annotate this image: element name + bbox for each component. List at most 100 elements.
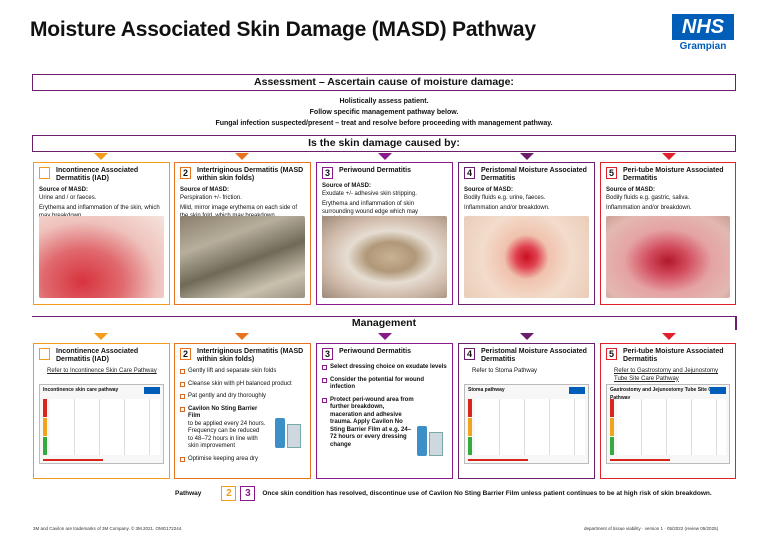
periwound-skin-photo [322, 216, 447, 298]
arrow-down-icon [235, 333, 249, 340]
management-card-iad: Incontinence Associated Dermatitis (IAD)… [33, 343, 170, 479]
footer-version: department of tissue viability · version… [584, 526, 719, 531]
management-title: Peri-tube Moisture Associated Dermatitis [623, 348, 724, 363]
cause-title: Periwound Dermatitis [339, 167, 411, 174]
checklist-item: Optimise keeping area dry [180, 456, 305, 464]
checklist-item: Protect peri-wound area from further bre… [322, 397, 447, 450]
cause-source: Bodily fluids e.g. urine, faeces. [464, 194, 546, 201]
cause-card-peritube: 5 Peri-tube Moisture Associated Dermatiti… [600, 162, 736, 305]
checkbox-icon [322, 397, 327, 403]
cause-source-label: Source of MASD: [180, 187, 230, 193]
cause-title: Peri-tube Moisture Associated Dermatitis [623, 167, 724, 182]
management-heading: Management [32, 316, 736, 330]
iad-skin-photo [39, 216, 164, 298]
nhs-logo-sub: Grampian [679, 41, 727, 52]
management-title: Intertriginous Dermatitis (MASD within s… [197, 348, 304, 363]
management-card-peristomal: 4 Peristomal Moisture Associated Dermatit… [458, 343, 595, 479]
arrow-down-icon [378, 153, 392, 160]
assessment-lines: Holistically assess patient. Follow spec… [32, 96, 736, 129]
peritube-skin-photo [606, 216, 730, 298]
checkbox-icon [180, 369, 185, 374]
cause-source: Exudate +/- adhesive skin stripping. [322, 190, 417, 197]
nhs-logo-icon [569, 387, 585, 394]
checkbox-icon [180, 406, 185, 412]
checklist-item: Select dressing choice on exudate levels [322, 364, 447, 372]
cause-number: 4 [464, 167, 475, 179]
page-title: Moisture Associated Skin Damage (MASD) P… [30, 18, 536, 41]
assessment-line: Follow specific management pathway below… [309, 109, 459, 116]
peristomal-skin-photo [464, 216, 589, 298]
cause-source-label: Source of MASD: [464, 187, 514, 193]
checkbox-icon [322, 377, 327, 383]
arrow-down-icon [378, 333, 392, 340]
checkbox-icon [180, 381, 185, 387]
cause-card-iad: Incontinence Associated Dermatitis (IAD)… [33, 162, 170, 305]
stoma-pathway-thumbnail[interactable]: Stoma pathway [464, 384, 589, 464]
cause-number [39, 167, 50, 179]
pathway-number-3: 3 [240, 486, 256, 501]
nhs-logo-icon [710, 387, 726, 394]
cause-number: 2 [180, 167, 191, 179]
cause-description: Inflammation and/or breakdown. [606, 205, 692, 211]
cause-description: Inflammation and/or breakdown. [464, 205, 550, 211]
assessment-line: Fungal infection suspected/present – tre… [215, 120, 553, 127]
cause-description: Erythema and inflammation of the skin, w… [39, 205, 160, 219]
thumbnail-title: Incontinence skin care pathway [43, 387, 119, 393]
cause-source-label: Source of MASD: [39, 187, 89, 193]
thumbnail-title: Stoma pathway [468, 387, 505, 393]
cause-number: 5 [606, 167, 617, 179]
management-card-peritube: 5 Peri-tube Moisture Associated Dermatiti… [600, 343, 736, 479]
nhs-logo: NHS Grampian [672, 14, 734, 52]
cause-source-label: Source of MASD: [606, 187, 656, 193]
checkbox-icon [322, 365, 327, 370]
arrow-down-icon [235, 153, 249, 160]
assessment-line: Holistically assess patient. [339, 98, 429, 105]
cause-number: 3 [322, 167, 333, 179]
cause-source: Perspiration +/- friction. [180, 194, 242, 201]
iad-pathway-link[interactable]: Refer to Incontinence Skin Care Pathway [47, 368, 157, 374]
management-card-intertriginous: 2 Intertriginous Dermatitis (MASD within … [174, 343, 311, 479]
nhs-logo-icon [144, 387, 160, 394]
intertriginous-skin-photo [180, 216, 305, 298]
management-number [39, 348, 50, 360]
cavilon-product-icon [273, 414, 305, 452]
arrow-down-icon [520, 153, 534, 160]
management-number: 2 [180, 348, 191, 360]
tube-pathway-link[interactable]: Refer to Gastrostomy and Jejunostomy Tub… [614, 368, 719, 382]
cause-card-peristomal: 4 Peristomal Moisture Associated Dermatit… [458, 162, 595, 305]
arrow-down-icon [94, 153, 108, 160]
divider [735, 316, 737, 330]
management-card-periwound: 3 Periwound Dermatitis Select dressing ch… [316, 343, 453, 479]
pathway-note: Once skin condition has resolved, discon… [262, 490, 712, 497]
checkbox-icon [180, 456, 185, 462]
assessment-heading: Assessment – Ascertain cause of moisture… [32, 74, 736, 91]
checklist-item: Pat gently and dry thoroughly [180, 393, 305, 401]
management-title: Incontinence Associated Dermatitis (IAD) [56, 348, 139, 363]
pathway-number-2: 2 [221, 486, 237, 501]
stoma-pathway-link[interactable]: Refer to Stoma Pathway [472, 368, 538, 374]
checklist-item: Cleanse skin with pH balanced product [180, 381, 305, 389]
cause-description: Mild, mirror image erythema on each side… [180, 205, 298, 219]
arrow-down-icon [662, 153, 676, 160]
question-heading: Is the skin damage caused by: [32, 135, 736, 152]
iad-pathway-thumbnail[interactable]: Incontinence skin care pathway [39, 384, 164, 464]
checklist-item: Consider the potential for wound infecti… [322, 377, 447, 392]
pathway-label: Pathway [175, 490, 202, 497]
cause-source-label: Source of MASD: [322, 183, 372, 189]
thumbnail-title: Gastrostomy and Jejunostomy Tube Site Ca… [610, 387, 720, 401]
management-number: 3 [322, 348, 333, 360]
cause-source: Bodily fluids e.g. gastric, saliva. [606, 194, 690, 201]
cause-source: Urine and / or faeces. [39, 194, 97, 201]
management-title: Peristomal Moisture Associated Dermatiti… [481, 348, 587, 363]
management-title: Periwound Dermatitis [339, 348, 411, 355]
cause-title: Incontinence Associated Dermatitis (IAD) [56, 167, 139, 182]
arrow-down-icon [520, 333, 534, 340]
cause-title: Peristomal Moisture Associated Dermatiti… [481, 167, 587, 182]
nhs-logo-text: NHS [672, 14, 734, 40]
tube-pathway-thumbnail[interactable]: Gastrostomy and Jejunostomy Tube Site Ca… [606, 384, 730, 464]
checkbox-icon [180, 394, 185, 399]
management-number: 4 [464, 348, 475, 360]
management-number: 5 [606, 348, 617, 360]
